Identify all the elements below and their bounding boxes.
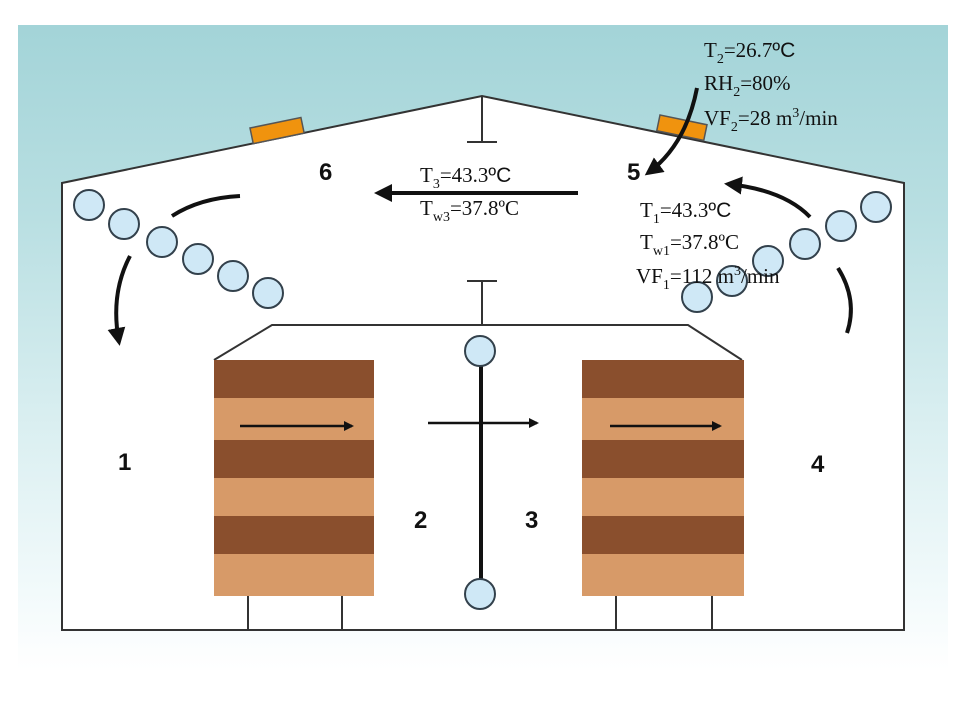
label-tw3: Tw3=37.8ºC	[420, 196, 519, 225]
upper-baffle	[467, 97, 497, 143]
lumber-stack-right	[582, 360, 744, 596]
circulation-arrow-right-lower	[836, 266, 853, 334]
zone-number-5: 5	[627, 159, 640, 186]
circulation-arrow-top-left	[170, 194, 241, 218]
heating-pipes-left	[73, 189, 284, 309]
label-rh2: RH2=80%	[704, 71, 791, 100]
zone-number-2: 2	[414, 507, 427, 534]
lumber-stack-left	[214, 360, 374, 596]
lower-baffle	[467, 280, 497, 325]
roof-vent-left	[249, 116, 306, 145]
zone-number-1: 1	[118, 449, 131, 476]
zone-number-6: 6	[319, 159, 332, 186]
pipe-top-center	[464, 335, 496, 367]
label-tw1: Tw1=37.8ºC	[640, 230, 739, 259]
label-vf1: VF1=112 m3/min	[636, 264, 780, 293]
center-shaft	[464, 335, 496, 610]
zone-number-3: 3	[525, 507, 538, 534]
circulation-arrow-right-up	[724, 176, 812, 219]
label-t2: T2=26.7ºC	[704, 38, 795, 67]
stack-supports	[247, 596, 713, 630]
label-t3: T3=43.3ºC	[420, 163, 511, 192]
zone-number-4: 4	[811, 451, 825, 478]
fresh-air-arrow	[644, 87, 699, 176]
pipe-bottom-center	[464, 578, 496, 610]
false-ceiling	[213, 324, 743, 361]
label-vf2: VF2=28 m3/min	[704, 106, 838, 135]
heating-pipes-right	[681, 191, 892, 313]
circulation-arrow-left-down	[107, 255, 132, 346]
label-t1: T1=43.3ºC	[640, 198, 731, 227]
